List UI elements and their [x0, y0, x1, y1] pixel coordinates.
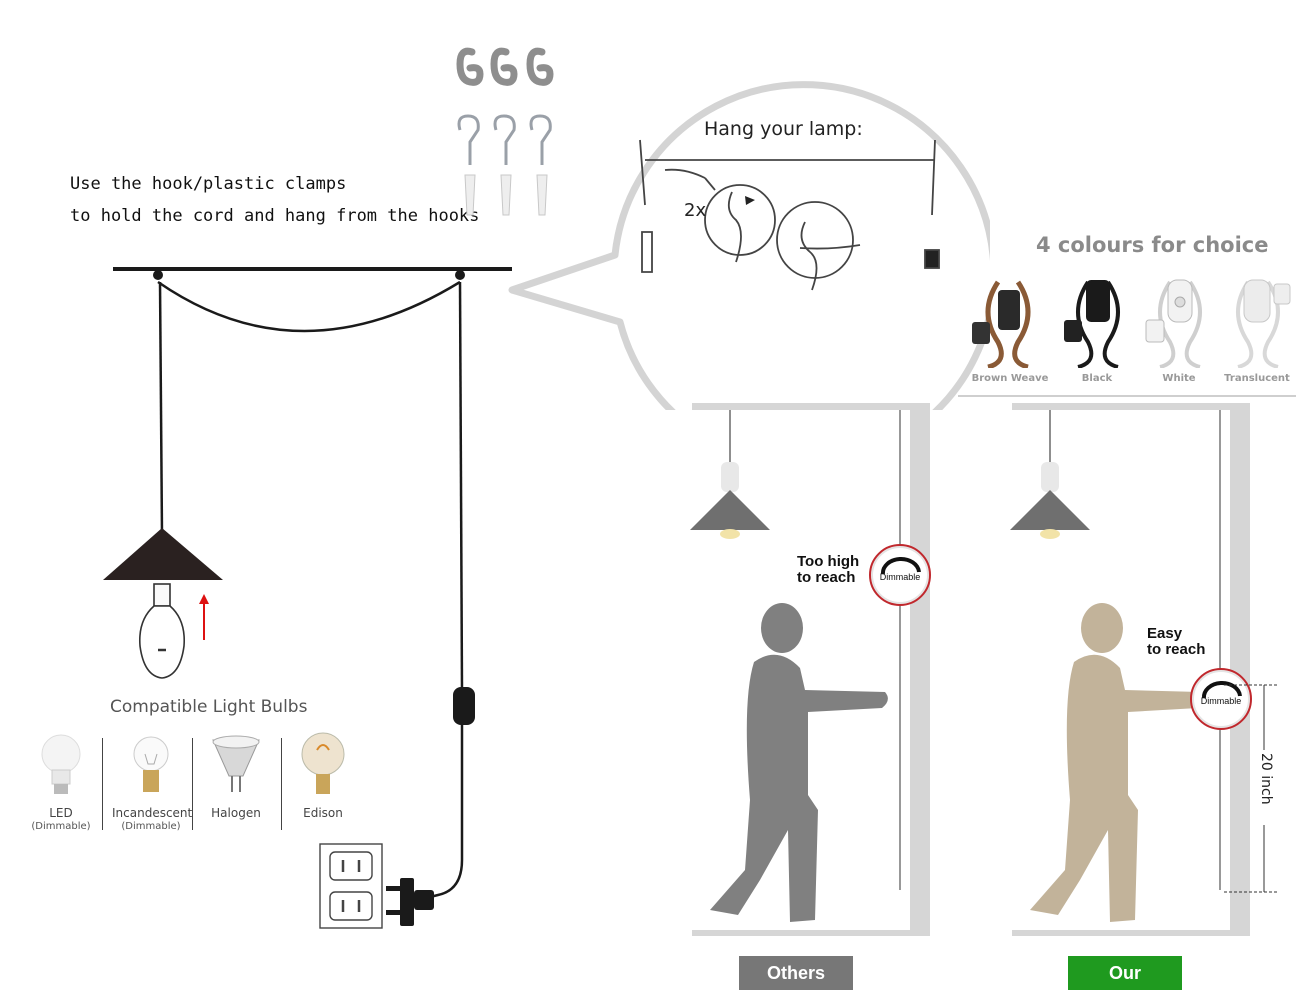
up-arrow-icon	[199, 594, 209, 640]
others-scene	[690, 403, 930, 936]
edison-bulb-icon	[301, 732, 345, 794]
s-clamp-icon	[456, 47, 554, 86]
colour-label: Translucent	[1224, 373, 1290, 384]
translucent-cord-icon	[1236, 279, 1291, 369]
ours-scene	[1010, 403, 1250, 936]
side-cord	[458, 281, 464, 691]
ours-reach-line-2: to reach	[1147, 641, 1206, 658]
light-bulb-icon	[138, 583, 186, 679]
divider	[192, 738, 193, 830]
black-cord-icon	[1064, 280, 1120, 369]
colour-option-black: Black	[1058, 272, 1142, 384]
bulb-sub: (Dimmable)	[121, 821, 181, 832]
callout-title: Hang your lamp:	[704, 118, 863, 140]
ceiling-hook-right	[455, 270, 465, 280]
wall-anchor-icon	[464, 174, 548, 216]
pendant-cord	[158, 281, 164, 536]
hardware-kit-icon	[456, 47, 554, 216]
instruction-line-1: Use the hook/plastic clamps	[70, 174, 347, 194]
bulb-name: Edison	[303, 806, 343, 820]
bulbs-title: Compatible Light Bulbs	[110, 697, 308, 717]
hang-diagram	[639, 139, 940, 291]
others-button[interactable]: Others	[739, 956, 853, 990]
led-bulb-icon	[41, 734, 81, 794]
others-reach-text: Too high to reach	[797, 554, 859, 586]
draped-cord	[157, 280, 461, 333]
outlet-icon	[319, 843, 383, 929]
person-silhouette	[1030, 603, 1204, 922]
instruction-text: Use the hook/plastic clamps to hold the …	[70, 168, 479, 232]
bulb-item-incandescent: Incandescent(Dimmable)	[112, 730, 193, 833]
ours-reach-text: Easy to reach	[1147, 626, 1205, 658]
instruction-line-2: to hold the cord and hang from the hooks	[70, 206, 480, 226]
bulb-item-led: LED(Dimmable)	[30, 730, 92, 833]
screw-hook-icon	[457, 114, 552, 165]
colour-option-translucent: Translucent	[1218, 272, 1300, 384]
colour-option-white: White	[1140, 272, 1224, 384]
dimmer-arc-icon	[1201, 680, 1242, 699]
our-button[interactable]: Our	[1068, 956, 1182, 990]
divider	[281, 738, 282, 830]
person-silhouette	[710, 603, 888, 922]
colour-label: Black	[1081, 373, 1113, 384]
plug-icon	[386, 878, 434, 926]
colours-title: 4 colours for choice	[1036, 233, 1269, 257]
colour-label: Brown Weave	[971, 373, 1049, 384]
bulb-sub: (Dimmable)	[31, 821, 91, 832]
colour-option-brown-weave: Brown Weave	[968, 272, 1052, 384]
colours-underline	[958, 395, 1296, 397]
dimmer-arc-icon	[880, 556, 921, 575]
others-reach-line-2: to reach	[797, 569, 856, 586]
arrow-icon	[745, 196, 755, 205]
ceiling-hook-left	[153, 270, 163, 280]
white-cord-icon	[1145, 279, 1202, 369]
ours-reach-line-1: Easy	[1147, 625, 1183, 642]
brown-weave-cord-icon	[972, 280, 1031, 370]
ours-dimmable-badge: Dimmable	[1190, 668, 1252, 730]
bulb-item-halogen: Halogen	[203, 730, 269, 820]
dimmable-label: Dimmable	[879, 572, 921, 582]
incandescent-bulb-icon	[133, 736, 169, 792]
height-dimension	[1224, 684, 1277, 893]
height-label: 20 inch	[1258, 753, 1274, 805]
divider	[102, 738, 103, 830]
callout-bubble	[508, 81, 990, 410]
dimmable-label: Dimmable	[1200, 696, 1242, 706]
bulb-name: LED	[49, 806, 73, 820]
halogen-bulb-icon	[212, 735, 260, 792]
cord-to-plug	[429, 725, 464, 899]
lamp-installation-diagram	[103, 267, 512, 929]
callout-multiplier: 2x	[684, 200, 707, 221]
others-dimmable-badge: Dimmable	[869, 544, 931, 606]
colour-label: White	[1162, 373, 1196, 384]
bulb-name: Incandescent	[112, 806, 193, 820]
inline-switch	[453, 687, 475, 725]
bulb-item-edison: Edison	[292, 730, 354, 820]
bulb-name: Halogen	[211, 806, 261, 820]
lamp-shade	[103, 528, 223, 580]
others-reach-line-1: Too high	[797, 553, 860, 570]
